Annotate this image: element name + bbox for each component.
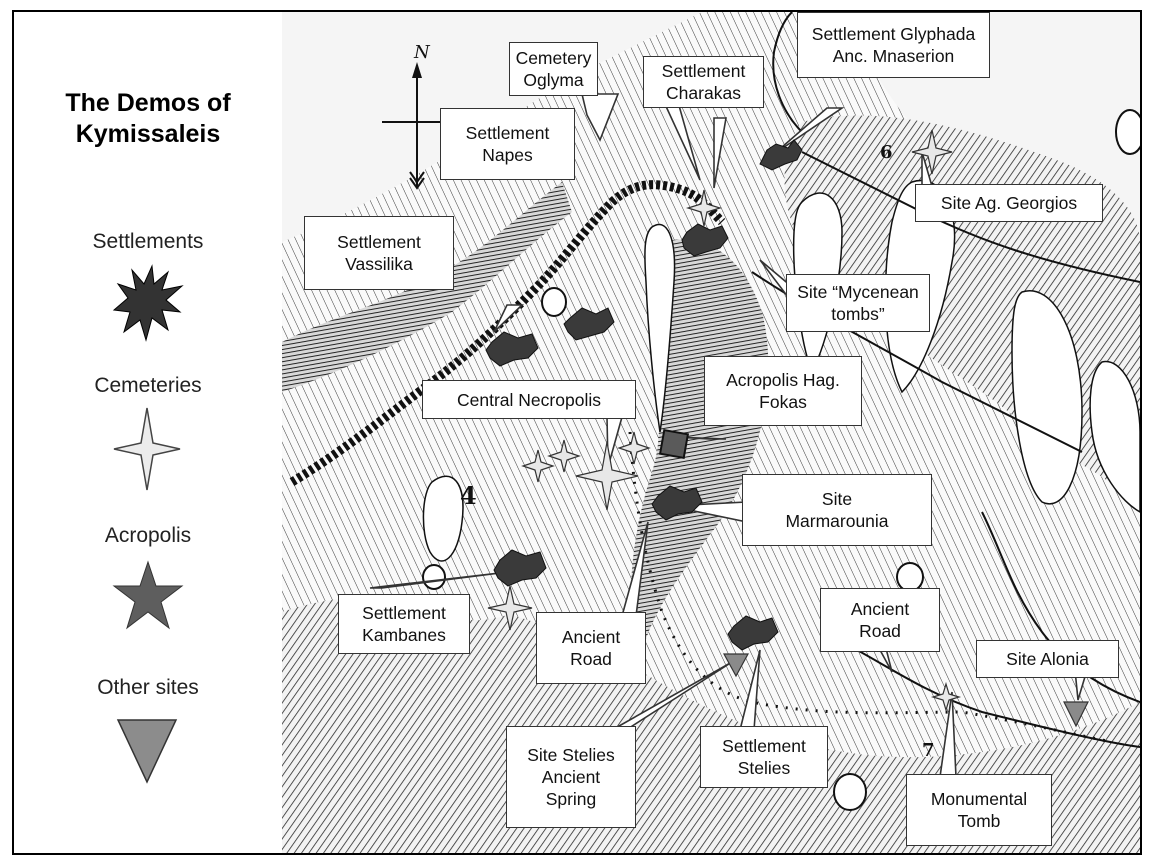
callout-settlement-stelies: Settlement Stelies (700, 726, 828, 788)
settlement-marker (727, 615, 779, 651)
callout-monumental-tomb: Monumental Tomb (906, 774, 1052, 846)
cemetery-marker (617, 431, 651, 465)
other-site-marker (1063, 701, 1089, 728)
contour-number: 7 (922, 740, 935, 761)
cemetery-marker (930, 681, 962, 713)
callout-site-mycenean-tombs: Site “Mycenean tombs” (786, 274, 930, 332)
cemetery-marker (487, 585, 533, 631)
legend-label-other-sites: Other sites (97, 676, 199, 699)
callout-site-stelies: Site Stelies Ancient Spring (506, 726, 636, 828)
settlement-marker (485, 331, 539, 367)
triangle-down-icon (116, 719, 178, 784)
legend-panel: The Demos of Kymissaleis Settlements Cem… (14, 12, 282, 853)
legend-title: The Demos of Kymissaleis (65, 89, 231, 148)
map-area: N 6 4 7 (282, 12, 1140, 853)
north-arrow: N (382, 42, 454, 190)
callout-settlement-napes: Settlement Napes (440, 108, 575, 180)
callout-settlement-charakas: Settlement Charakas (643, 56, 764, 108)
callout-settlement-kambanes: Settlement Kambanes (338, 594, 470, 654)
acropolis-marker (658, 428, 690, 460)
callout-settlement-vassilika: Settlement Vassilika (304, 216, 454, 290)
legend-label-cemeteries: Cemeteries (94, 374, 202, 397)
callout-cemetery-oglyma: Cemetery Oglyma (509, 42, 598, 96)
cemetery-marker (521, 449, 555, 483)
settlement-marker (493, 549, 547, 587)
callout-site-ag-georgios: Site Ag. Georgios (915, 184, 1103, 222)
callout-settlement-glyphada: Settlement Glyphada Anc. Mnaserion (797, 12, 990, 78)
settlement-marker (759, 139, 803, 171)
callout-site-marmarounia: Site Marmarounia (742, 474, 932, 546)
settlement-marker (563, 307, 615, 341)
cemetery-marker (547, 439, 581, 473)
callout-central-necropolis: Central Necropolis (422, 380, 636, 419)
contour-number: 6 (880, 142, 893, 163)
cemetery-marker (911, 129, 953, 175)
cemetery-marker (685, 189, 723, 227)
four-point-star-icon (113, 407, 181, 491)
legend-label-settlements: Settlements (92, 230, 204, 253)
callout-ancient-road-2: Ancient Road (820, 588, 940, 652)
callout-ancient-road-1: Ancient Road (536, 612, 646, 684)
terrain-map: N 6 4 7 (282, 12, 1140, 853)
legend-label-acropolis: Acropolis (104, 524, 192, 547)
callout-acropolis-hag-fokas: Acropolis Hag. Fokas (704, 356, 862, 426)
burst-icon (112, 264, 184, 342)
north-label: N (413, 42, 431, 63)
star-icon (112, 560, 184, 630)
settlement-marker (651, 485, 703, 521)
settlement-marker (681, 223, 729, 257)
contour-number: 4 (460, 481, 477, 510)
cemetery-marker (575, 441, 639, 511)
callout-site-alonia: Site Alonia (976, 640, 1119, 678)
other-site-marker (722, 653, 750, 678)
outer-border (12, 10, 1142, 855)
